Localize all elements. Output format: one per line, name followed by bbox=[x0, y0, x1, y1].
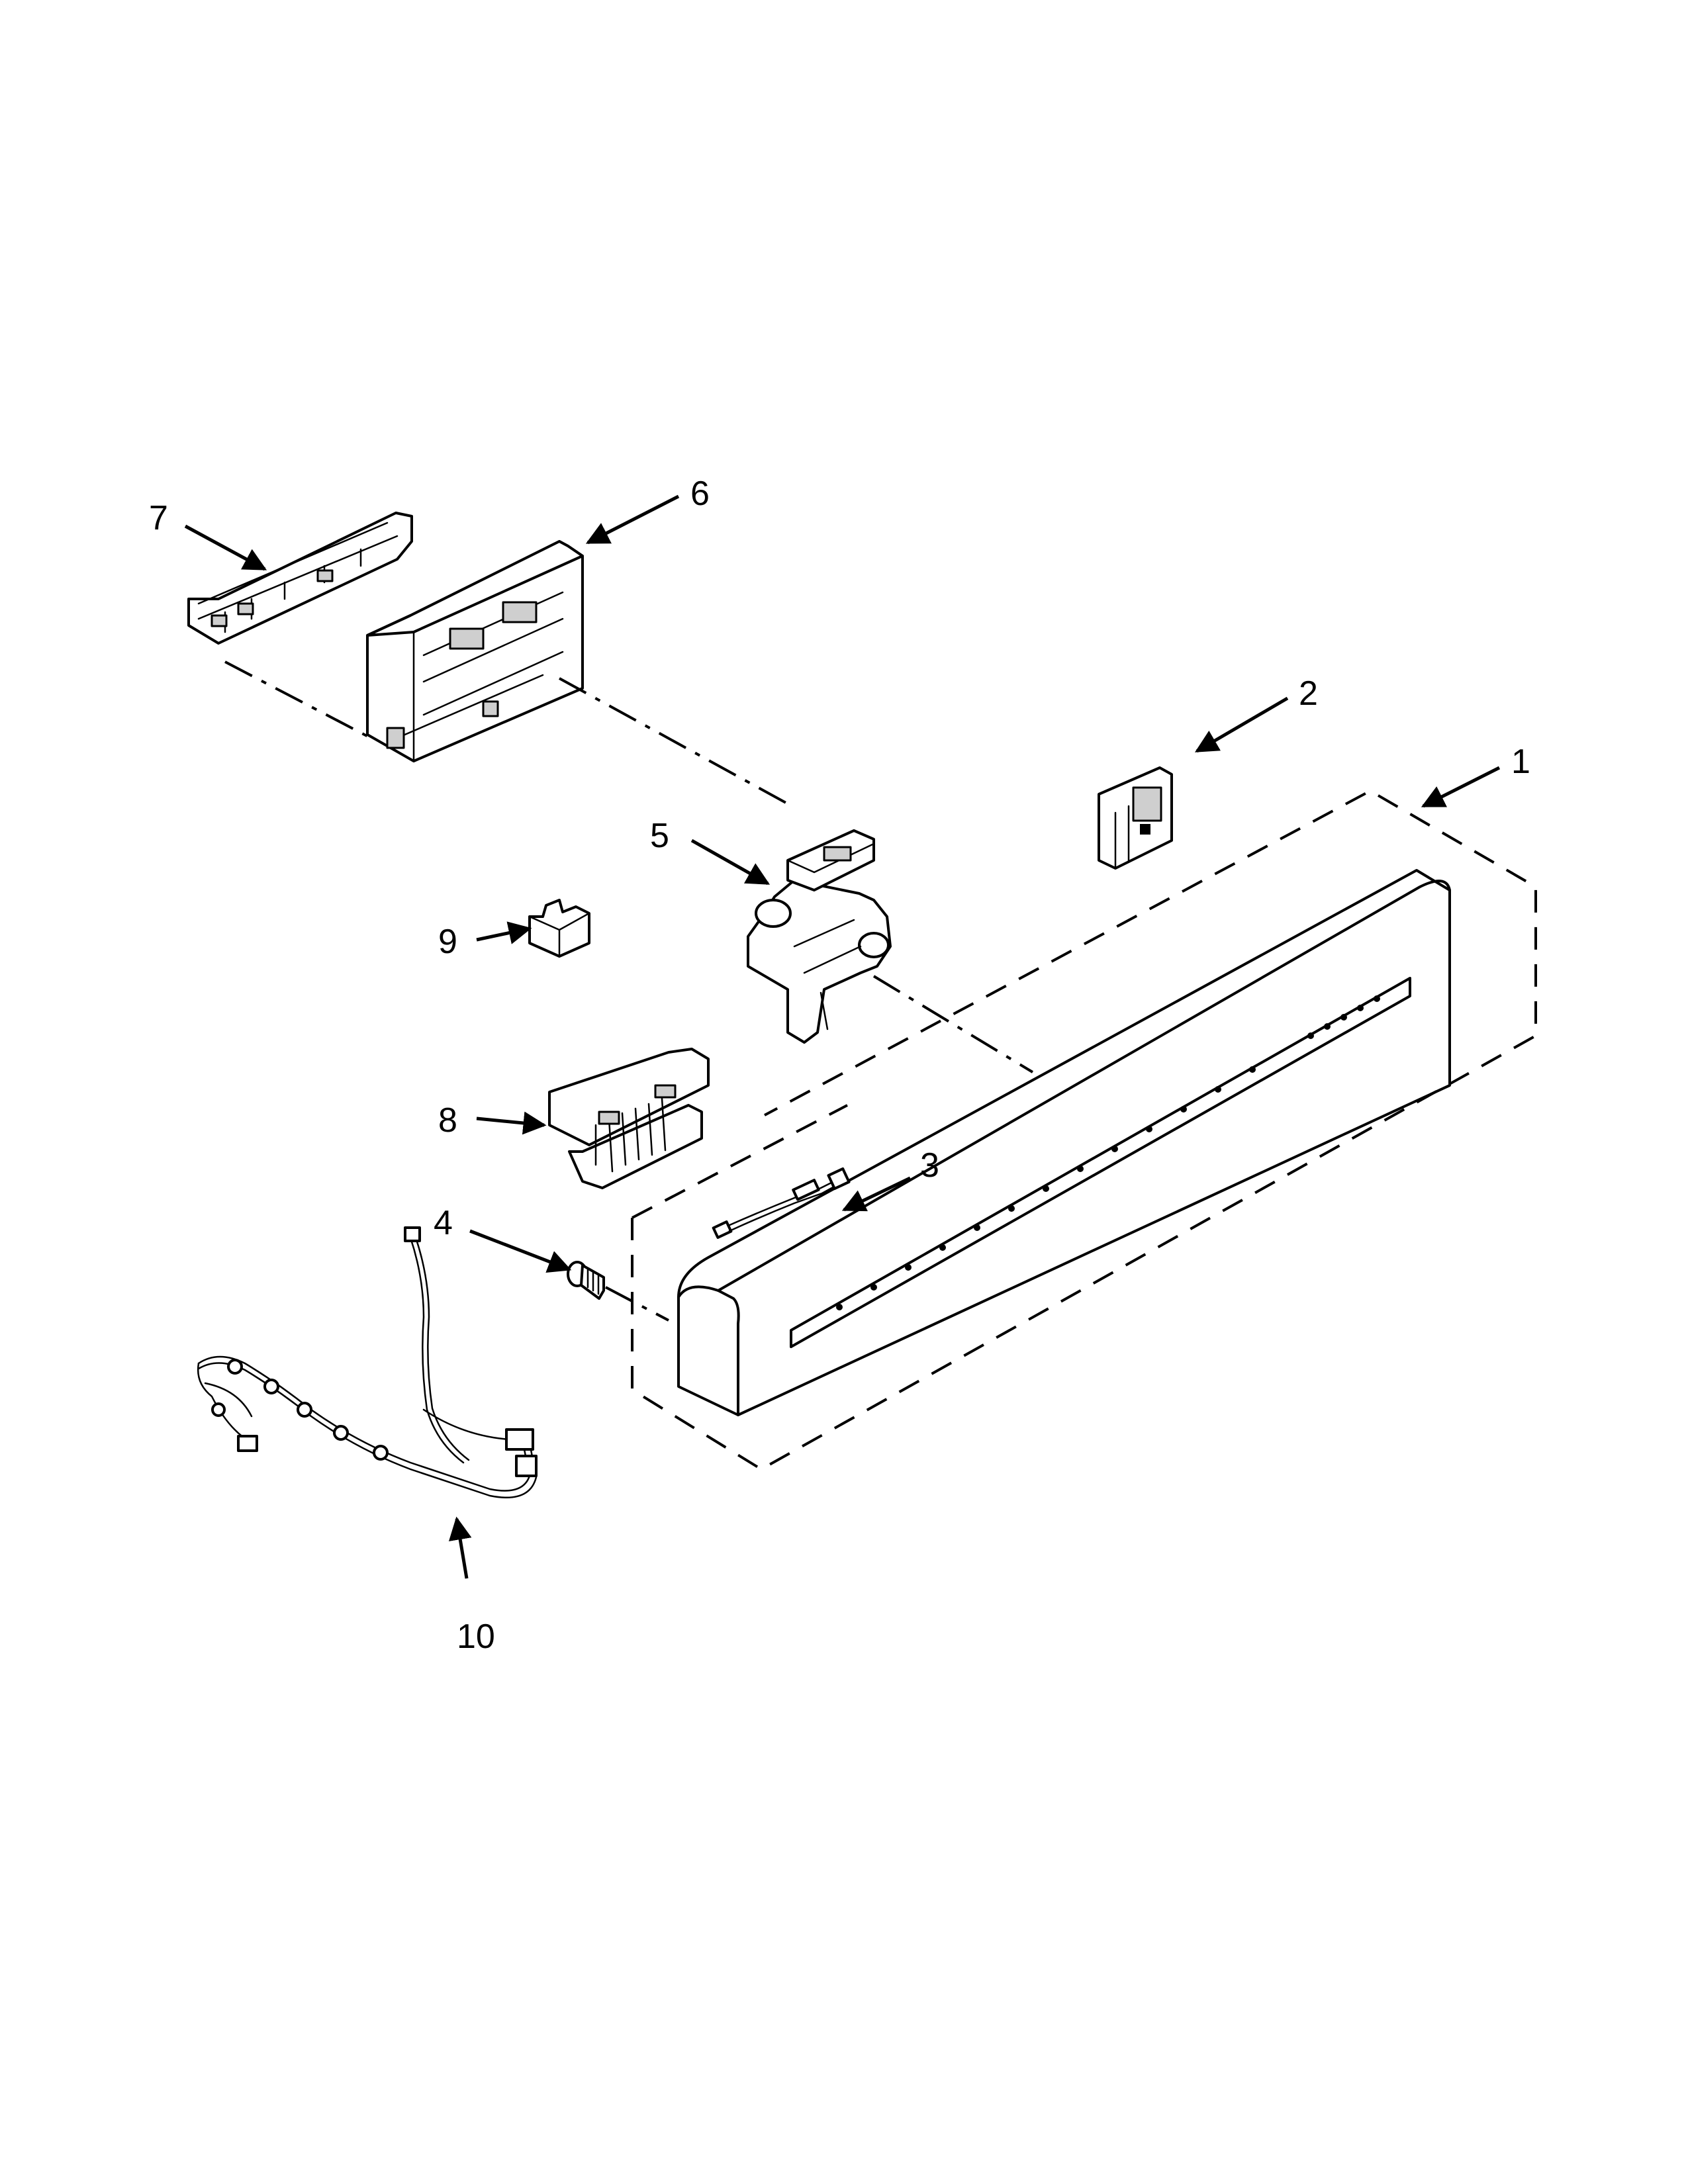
part-10-wire-harness bbox=[197, 1226, 538, 1498]
callout-labels: 7 6 2 1 5 9 8 3 4 10 bbox=[149, 475, 1530, 1656]
indicator-lights bbox=[836, 995, 1380, 1310]
part-3-harness bbox=[712, 1167, 851, 1239]
part-2-bracket bbox=[1098, 766, 1173, 870]
leader-arrows bbox=[184, 494, 1501, 1579]
callout-10: 10 bbox=[457, 1617, 495, 1656]
callout-6: 6 bbox=[690, 475, 710, 513]
callout-7: 7 bbox=[149, 499, 168, 537]
part-4-screw bbox=[567, 1261, 605, 1300]
part-8-block bbox=[548, 1048, 710, 1189]
alignment-lines bbox=[224, 660, 1034, 1322]
callout-8: 8 bbox=[438, 1101, 457, 1140]
callout-2: 2 bbox=[1299, 674, 1318, 713]
assembly-boundary-lines bbox=[631, 789, 1537, 1471]
callout-3: 3 bbox=[920, 1146, 939, 1185]
callout-5: 5 bbox=[650, 817, 669, 855]
part-1-console-panel bbox=[677, 869, 1451, 1416]
part-6-housing bbox=[366, 540, 584, 762]
callout-9: 9 bbox=[438, 923, 457, 961]
part-5-assembly bbox=[747, 829, 892, 1044]
part-7-rail bbox=[187, 512, 413, 645]
callout-4: 4 bbox=[434, 1204, 453, 1242]
callout-1: 1 bbox=[1511, 743, 1530, 781]
part-9-clip bbox=[528, 899, 590, 958]
